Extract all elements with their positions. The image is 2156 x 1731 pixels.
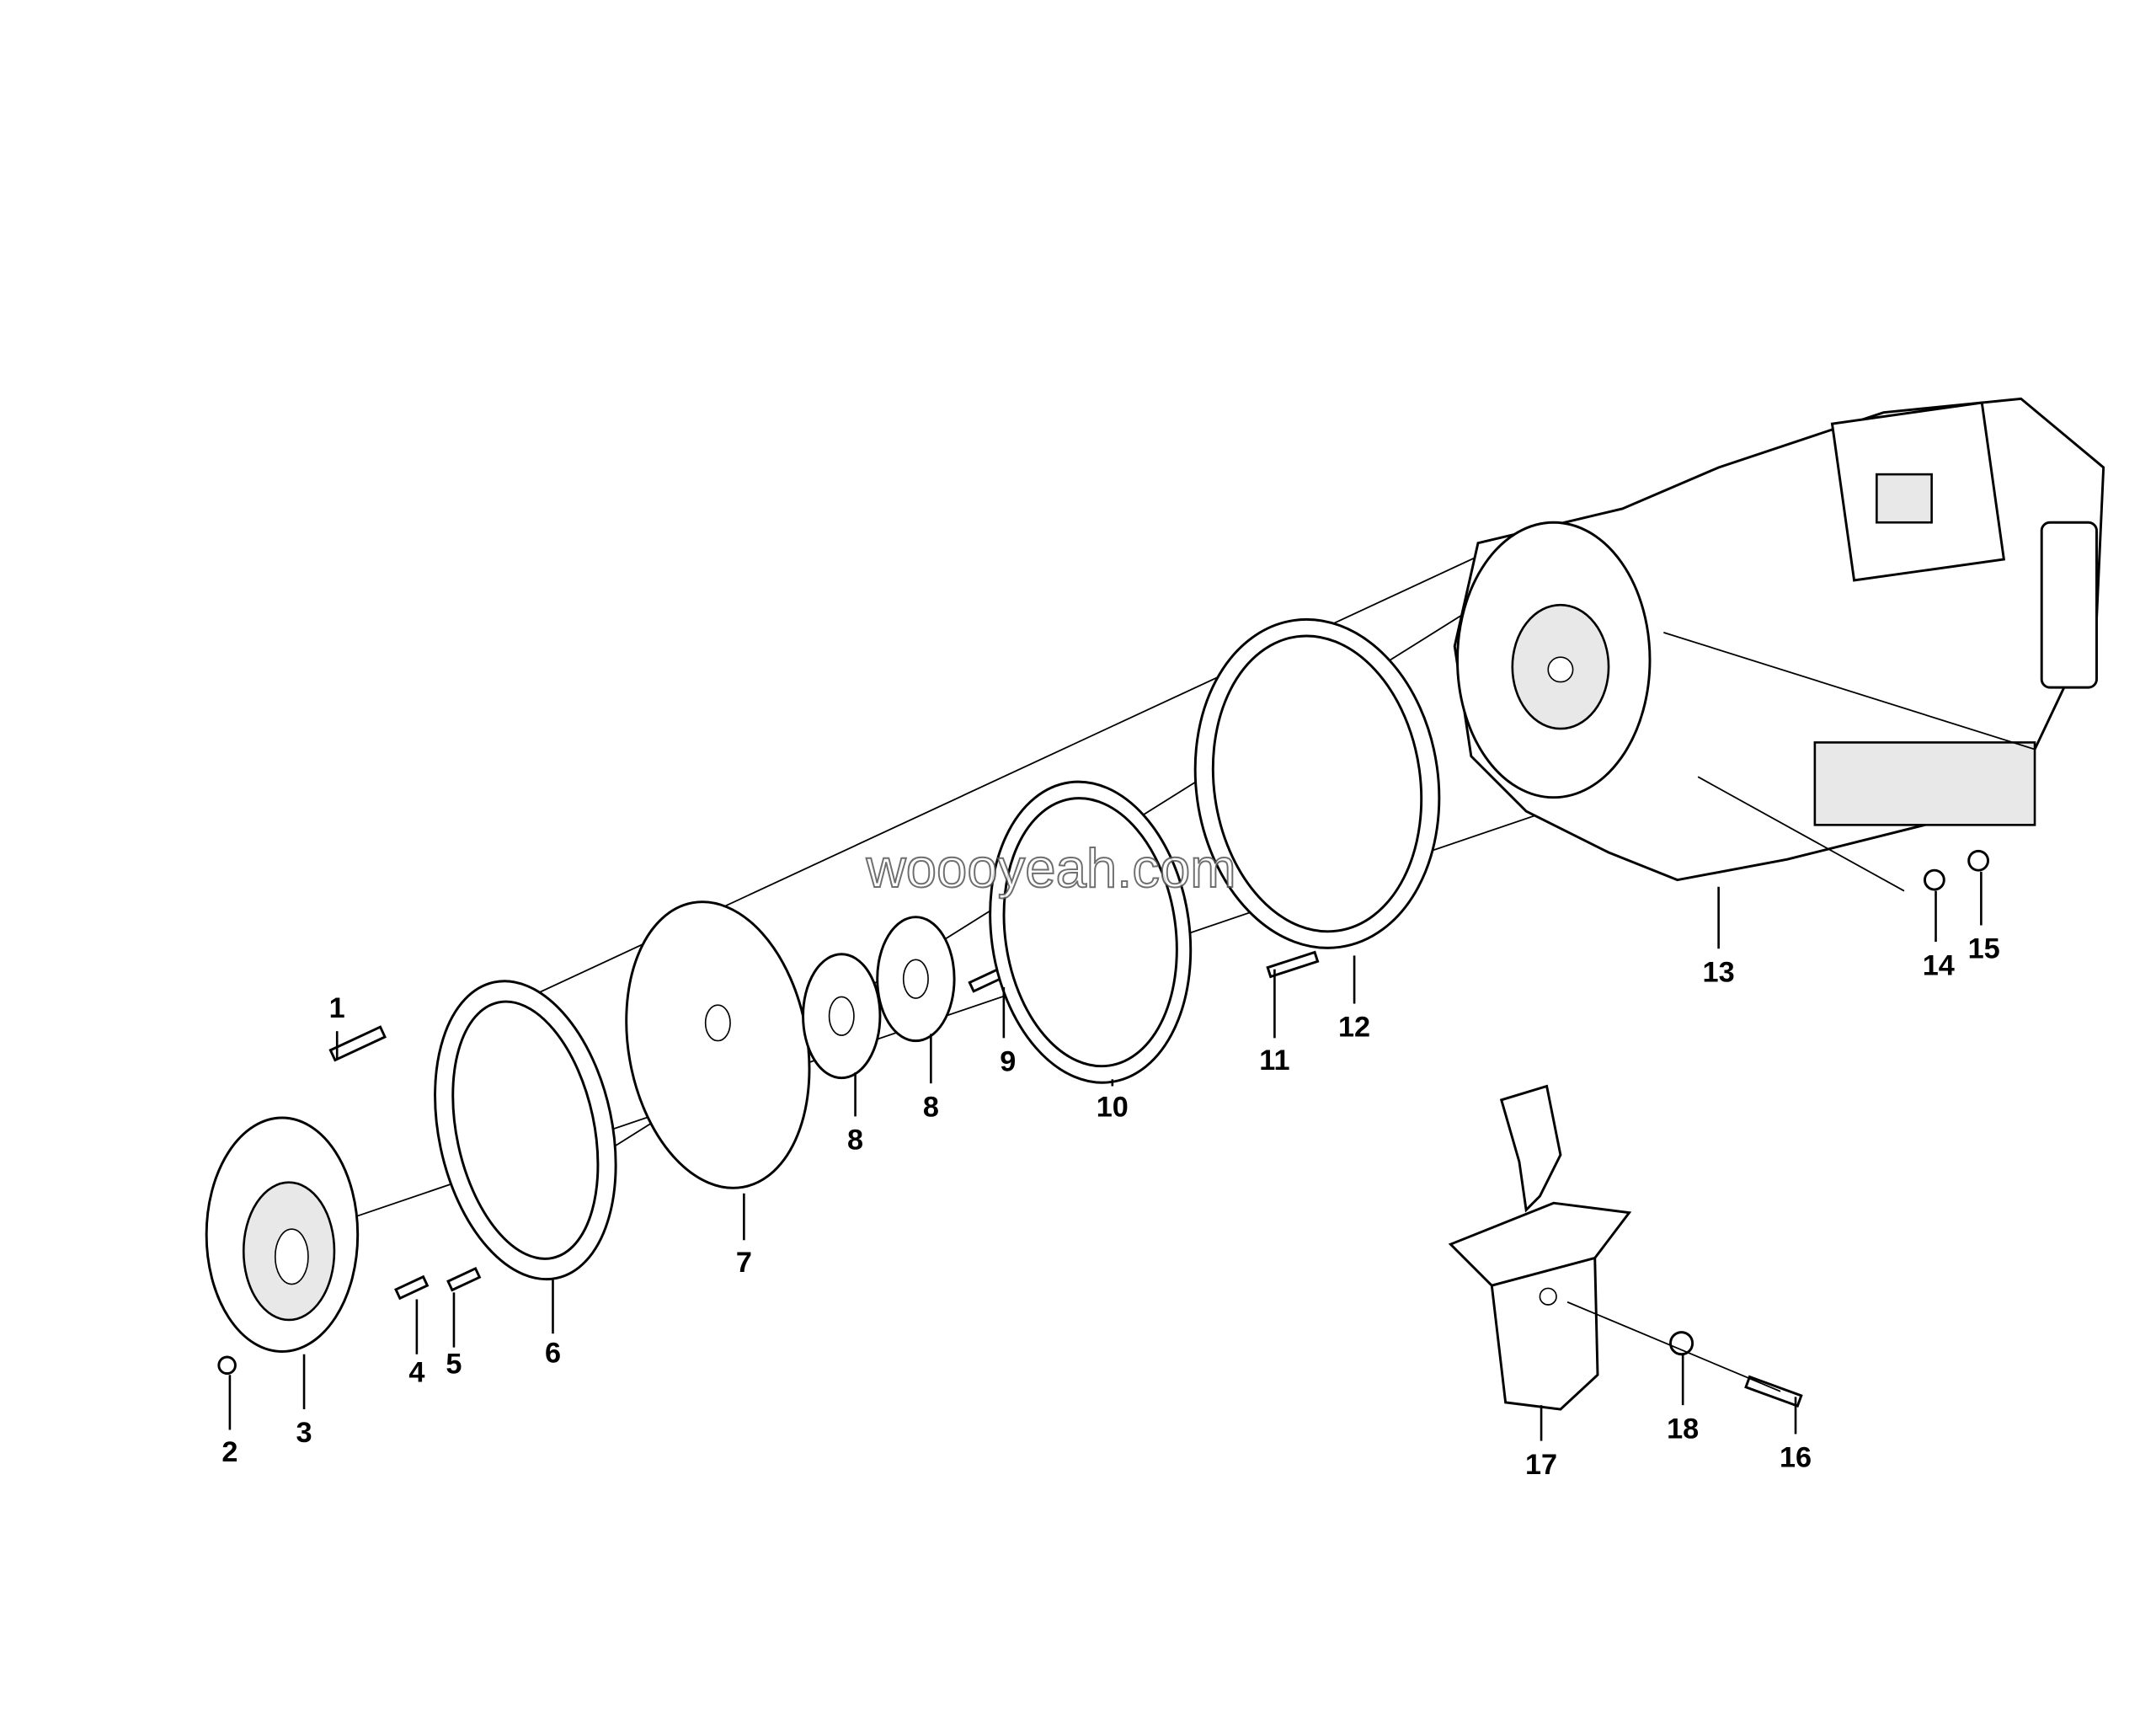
part-2-washer xyxy=(217,1355,237,1376)
callout-17: 17 xyxy=(1525,1449,1557,1481)
callout-4: 4 xyxy=(408,1356,424,1388)
callout-15: 15 xyxy=(1968,933,2000,965)
part-14-washer xyxy=(1923,868,1945,891)
callout-16: 16 xyxy=(1780,1442,1812,1474)
part-8-plate-b xyxy=(876,916,956,1043)
part-18-washer xyxy=(1669,1331,1694,1356)
leader-lines xyxy=(228,871,1983,1441)
callout-12: 12 xyxy=(1338,1012,1370,1044)
part-15-washer xyxy=(1967,849,1990,872)
callout-8: 8 xyxy=(923,1091,939,1123)
part-11-stud xyxy=(1266,950,1320,979)
part-13-transmission xyxy=(1453,397,2105,892)
part-16-bolt xyxy=(1744,1375,1803,1408)
part-4-bolt xyxy=(394,1274,430,1301)
part-17-shift-selector xyxy=(1448,1084,1632,1411)
callout-11: 11 xyxy=(1259,1044,1289,1077)
callout-6: 6 xyxy=(545,1338,561,1370)
callout-8: 8 xyxy=(847,1125,863,1157)
part-6-adapter-ring xyxy=(434,980,617,1281)
callout-14: 14 xyxy=(1923,949,1955,981)
callout-2: 2 xyxy=(221,1436,237,1468)
callout-9: 9 xyxy=(1000,1046,1016,1078)
callout-7: 7 xyxy=(736,1247,752,1279)
part-10-gasket-ring xyxy=(989,780,1193,1084)
part-8-plate-a xyxy=(802,953,882,1080)
callout-1: 1 xyxy=(329,992,345,1024)
callout-5: 5 xyxy=(446,1349,462,1381)
callout-13: 13 xyxy=(1703,956,1735,988)
callout-3: 3 xyxy=(296,1417,312,1449)
part-12-housing-ring xyxy=(1193,617,1441,949)
part-7-flex-plate xyxy=(625,900,811,1189)
callout-18: 18 xyxy=(1667,1413,1699,1445)
part-1-bolt xyxy=(328,1025,387,1062)
callout-10: 10 xyxy=(1097,1091,1129,1123)
part-3-flange-adapter xyxy=(205,1116,360,1353)
watermark: woooyeah.com xyxy=(866,837,1236,899)
part-5-bolt xyxy=(446,1267,482,1292)
shifter-bolt-line xyxy=(1566,1301,1781,1392)
